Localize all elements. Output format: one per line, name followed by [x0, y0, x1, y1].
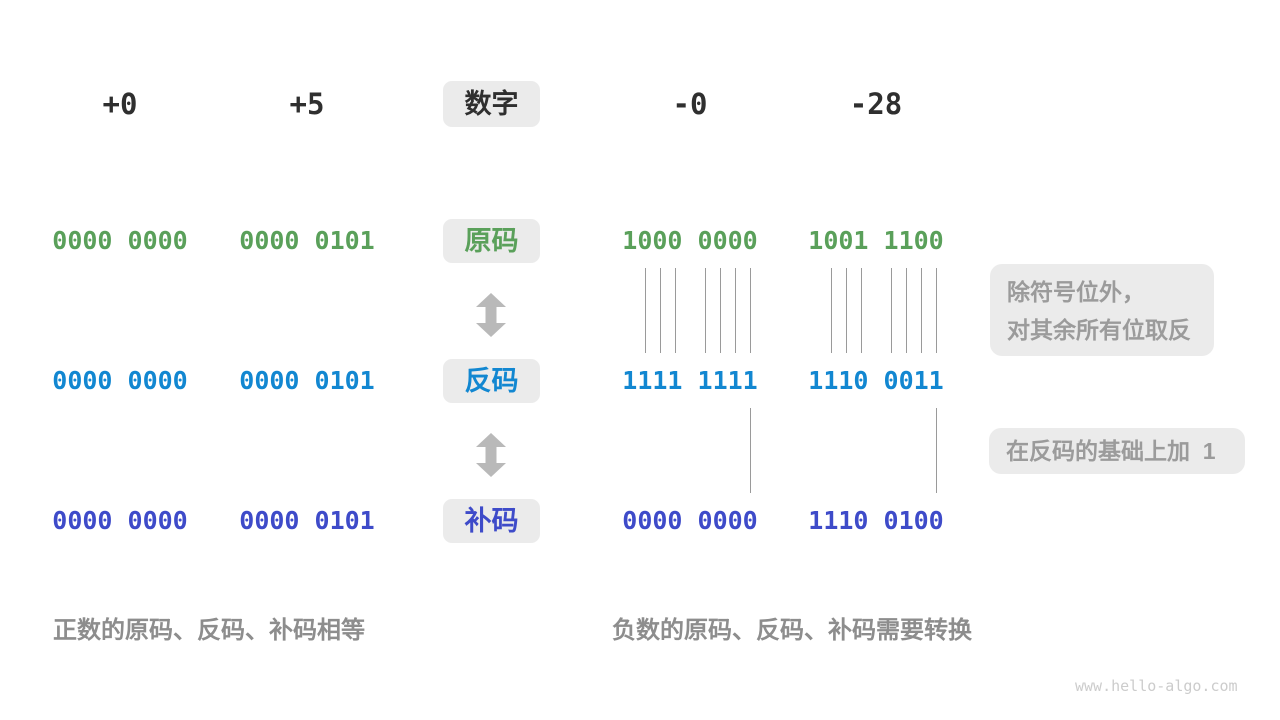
- twos-complement-plus5: 0000 0101: [239, 506, 375, 535]
- transform-tick-line: [720, 268, 722, 353]
- sign-magnitude-badge: 原码: [443, 219, 540, 263]
- sign-magnitude-minus28: 1001 1100: [808, 226, 944, 255]
- header-number-minus28: -28: [849, 87, 903, 121]
- add-one-note: 在反码的基础上加 1: [989, 428, 1245, 474]
- transform-tick-line: [674, 268, 676, 353]
- flip-bits-note: 除符号位外， 对其余所有位取反: [990, 264, 1214, 356]
- transform-tick-line: [921, 268, 923, 353]
- caption-positive: 正数的原码、反码、补码相等: [53, 617, 365, 644]
- ones-complement-plus0: 0000 0000: [52, 366, 188, 395]
- swap-arrow-icon-top: [476, 293, 506, 337]
- transform-tick-line: [659, 268, 661, 353]
- sign-magnitude-minus0: 1000 0000: [622, 226, 758, 255]
- transform-tick-line: [830, 268, 832, 353]
- transform-tick-line: [750, 408, 752, 493]
- sign-magnitude-plus5: 0000 0101: [239, 226, 375, 255]
- swap-arrow-icon-bottom: [476, 433, 506, 477]
- header-number-plus5: +5: [289, 87, 325, 121]
- transform-tick-line: [906, 268, 908, 353]
- flip-bits-note-line2: 对其余所有位取反: [1007, 317, 1191, 343]
- twos-complement-minus28: 1110 0100: [808, 506, 944, 535]
- number-badge: 数字: [443, 81, 540, 127]
- ones-complement-badge: 反码: [443, 359, 540, 403]
- transform-tick-line: [845, 268, 847, 353]
- ones-complement-minus28: 1110 0011: [808, 366, 944, 395]
- transform-tick-line: [936, 268, 938, 353]
- transform-tick-line: [860, 268, 862, 353]
- twos-complement-badge: 补码: [443, 499, 540, 543]
- ones-complement-plus5: 0000 0101: [239, 366, 375, 395]
- header-number-plus0: +0: [102, 87, 138, 121]
- caption-negative: 负数的原码、反码、补码需要转换: [612, 617, 972, 644]
- twos-complement-plus0: 0000 0000: [52, 506, 188, 535]
- transform-tick-line: [750, 268, 752, 353]
- transform-tick-line: [936, 408, 938, 493]
- header-number-minus0: -0: [672, 87, 708, 121]
- transform-tick-line: [735, 268, 737, 353]
- transform-tick-line: [644, 268, 646, 353]
- flip-bits-note-line1: 除符号位外，: [1007, 279, 1145, 305]
- sign-magnitude-plus0: 0000 0000: [52, 226, 188, 255]
- transform-tick-line: [891, 268, 893, 353]
- watermark: www.hello-algo.com: [1075, 677, 1238, 695]
- transform-tick-line: [705, 268, 707, 353]
- twos-complement-minus0: 0000 0000: [622, 506, 758, 535]
- ones-complement-minus0: 1111 1111: [622, 366, 758, 395]
